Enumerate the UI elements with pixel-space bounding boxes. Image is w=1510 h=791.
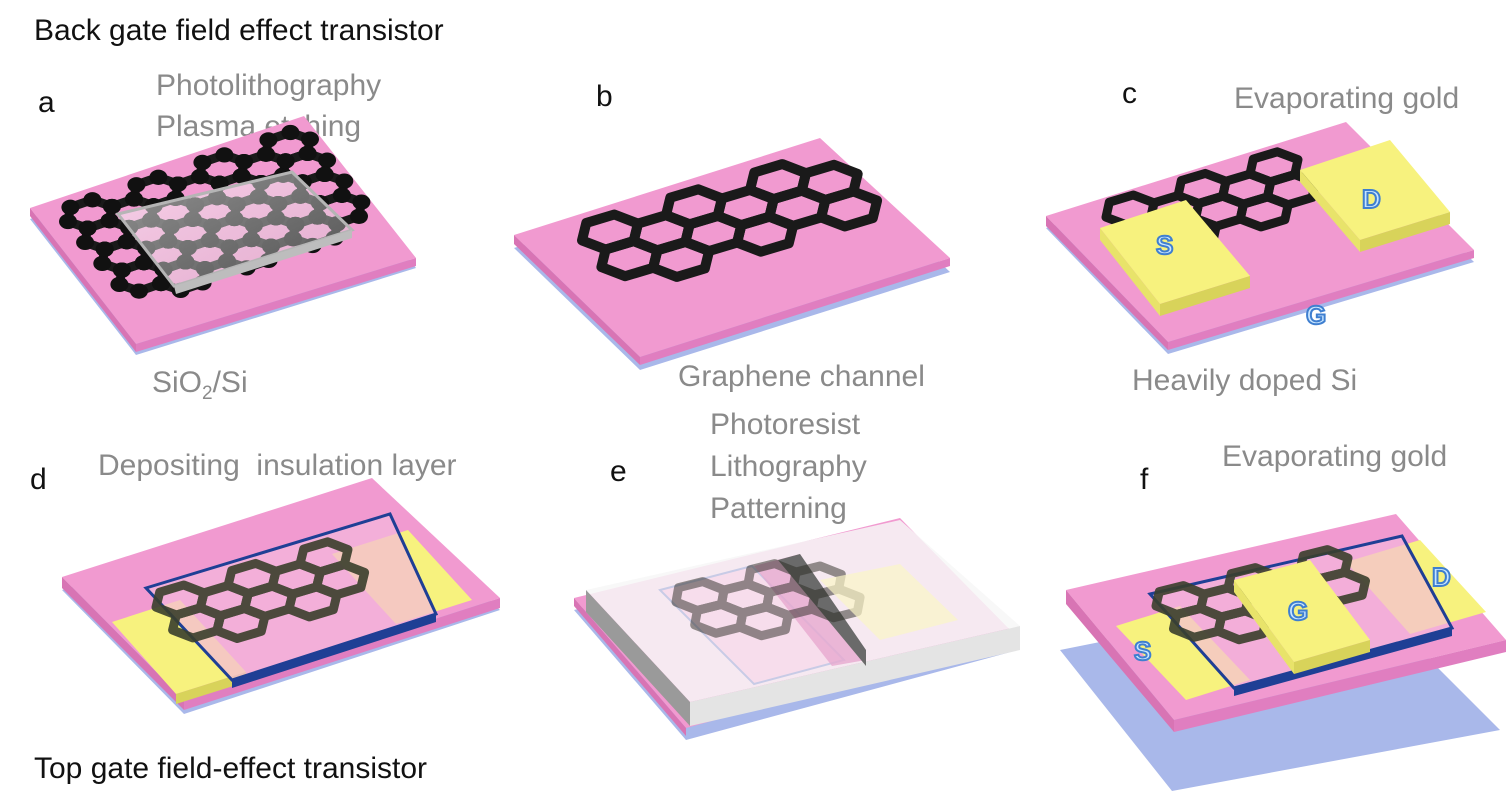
panel-d-step-1: Depositing insulation layer <box>98 449 457 482</box>
panel-f-drain-label: D <box>1432 562 1451 592</box>
panel-a-oxide-side <box>30 208 136 352</box>
panel-c-drain-label: D <box>1362 184 1381 214</box>
carbon-atom <box>232 168 251 184</box>
carbon-atom <box>352 194 371 210</box>
panel-f-source-label: S <box>1134 636 1151 666</box>
carbon-atom <box>332 187 351 203</box>
carbon-atom <box>152 275 170 292</box>
panel-c-source-label: S <box>1156 230 1173 260</box>
carbon-atom <box>149 169 168 185</box>
carbon-atom <box>78 220 97 236</box>
panel-c-step-1: Evaporating gold <box>1234 82 1460 115</box>
carbon-atom <box>130 283 148 299</box>
carbon-atom <box>93 255 112 272</box>
carbon-atom <box>134 255 153 271</box>
panel-a-caption: SiO2/Si <box>152 366 248 404</box>
panel-f-step-1: Evaporating gold <box>1222 440 1448 473</box>
panel-c-device: S D G <box>1046 122 1474 354</box>
panel-f-letter: f <box>1140 463 1149 496</box>
panel-b-graphene-sheet <box>577 159 883 282</box>
carbon-atom <box>315 166 334 183</box>
panel-e-letter: e <box>610 455 627 488</box>
panel-a-step-1: Photolithography <box>156 69 382 102</box>
panel-b-caption: Graphene channel <box>678 360 925 393</box>
panel-b-device <box>514 138 950 370</box>
panel-c-letter: c <box>1122 77 1137 110</box>
panel-e-device <box>574 518 1020 740</box>
carbon-atom <box>301 131 319 147</box>
panel-a-device <box>30 116 416 355</box>
carbon-atom <box>215 147 234 163</box>
carbon-atom <box>169 176 187 192</box>
carbon-atom <box>76 234 95 251</box>
carbon-atom <box>350 208 368 224</box>
carbon-atom <box>298 145 317 162</box>
panel-c-caption: Heavily doped Si <box>1132 364 1358 397</box>
carbon-atom <box>100 213 119 229</box>
panel-b-letter: b <box>596 80 613 113</box>
panel-f-gate-electrode <box>1234 560 1370 662</box>
carbon-atom <box>191 168 209 185</box>
carbon-atom <box>125 191 143 207</box>
carbon-atom <box>259 132 278 148</box>
carbon-atom <box>112 262 131 278</box>
carbon-atom <box>83 192 102 208</box>
carbon-atom <box>257 146 275 162</box>
carbon-atom <box>61 199 80 215</box>
panel-e-step-3: Patterning <box>710 492 847 525</box>
back-gate-title: Back gate field effect transistor <box>34 14 444 47</box>
panel-d-graphene-sheet <box>151 537 370 643</box>
carbon-atom <box>318 152 337 168</box>
panel-d-letter: d <box>30 463 47 496</box>
panel-c-source-electrode <box>1100 200 1250 304</box>
panel-d-device <box>62 478 500 714</box>
panel-e-step-1: Photoresist <box>710 408 861 441</box>
graphene-hexagon <box>1263 170 1320 210</box>
graphene-hexagon <box>816 186 883 232</box>
carbon-atom <box>110 276 129 293</box>
panel-c-drain-electrode <box>1300 140 1450 240</box>
graphene-hexagon <box>312 560 370 600</box>
carbon-atom <box>276 153 295 169</box>
carbon-atom <box>59 213 77 230</box>
carbon-atom <box>235 153 253 170</box>
carbon-atom <box>335 173 354 189</box>
panel-f-device: S G D <box>1060 514 1506 791</box>
carbon-atom <box>103 198 121 215</box>
panel-e-step-2: Lithography <box>710 450 867 483</box>
carbon-atom <box>281 124 300 141</box>
panel-c-gate-label: G <box>1306 300 1326 330</box>
carbon-atom <box>117 234 136 250</box>
carbon-atom <box>193 154 212 171</box>
carbon-atom <box>127 177 146 193</box>
top-gate-title: Top gate field-effect transistor <box>34 752 427 785</box>
panel-f-gate-label: G <box>1288 596 1308 626</box>
carbon-atom <box>95 241 114 257</box>
panel-a-letter: a <box>38 86 55 119</box>
